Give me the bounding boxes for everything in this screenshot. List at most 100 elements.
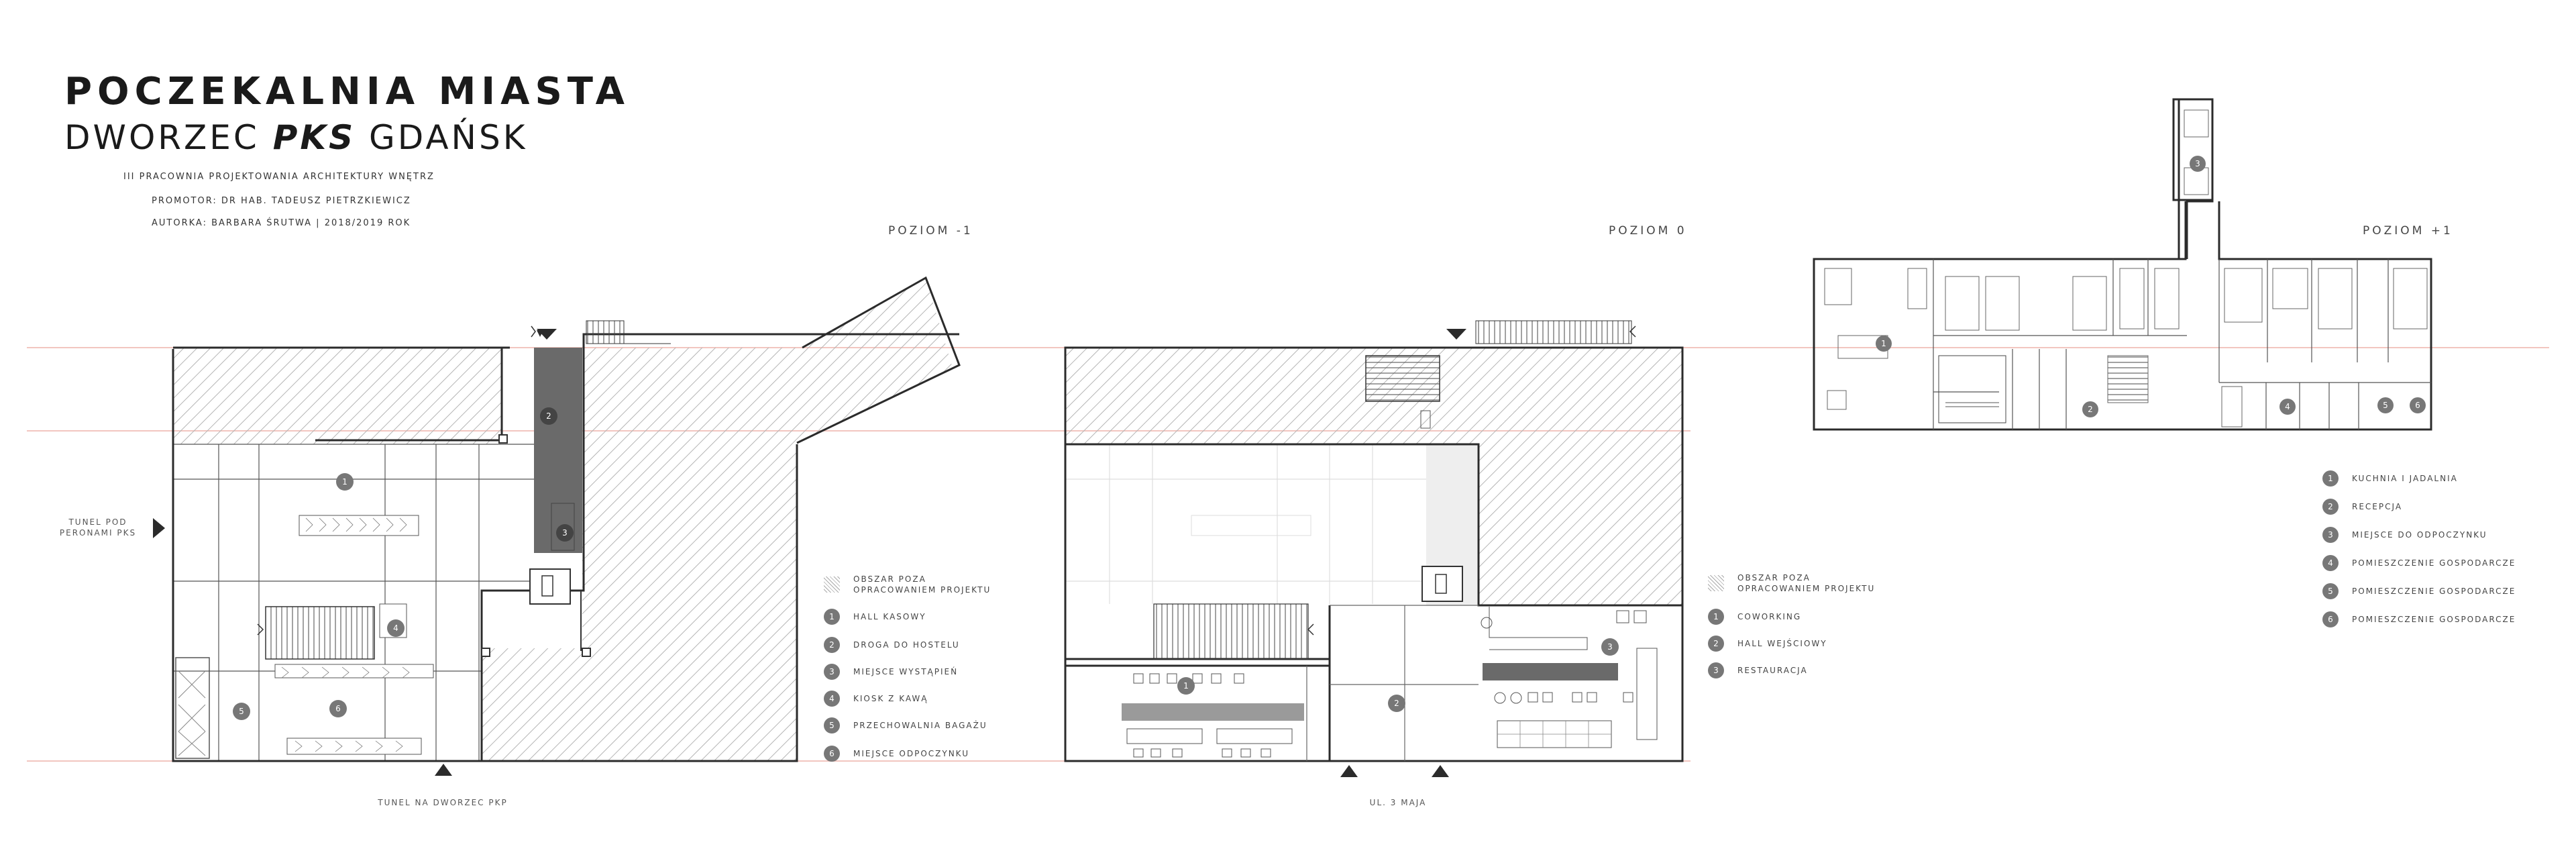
legend-minus1-item: 6 MIEJSCE ODPOCZYNKU	[824, 745, 969, 762]
legend-badge: 3	[2322, 527, 2339, 543]
legend-badge: 5	[824, 717, 840, 734]
legend-badge: 4	[824, 691, 840, 707]
legend-badge: 4	[2322, 555, 2339, 571]
tunnel-left-label: TUNEL POD PERONAMI PKS	[59, 517, 137, 538]
marker-p1-4: 4	[2285, 402, 2290, 411]
marker-m1-3: 3	[562, 528, 568, 538]
legend-plus1-item: 5 POMIESZCZENIE GOSPODARCZE	[2322, 583, 2516, 600]
plan-level-zero: 1 2 3	[1064, 320, 1684, 777]
elevator-minus1	[529, 568, 571, 605]
plan-level-minus1: 1 2 3 4 5 6	[153, 276, 961, 776]
legend-badge: 3	[824, 664, 840, 680]
legend-label: HALL KASOWY	[853, 612, 926, 621]
marker-p1-2: 2	[2088, 405, 2093, 414]
baggage-storage	[175, 657, 210, 759]
marker-p1-3: 3	[2195, 159, 2200, 168]
marker-p1-1: 1	[1881, 339, 1886, 348]
subtitle-part-c: GDAŃSK	[356, 118, 528, 157]
legend-label: RECEPCJA	[2352, 502, 2403, 511]
legend-label: KIOSK Z KAWĄ	[853, 694, 928, 703]
stairs-zero-top	[1365, 355, 1440, 402]
legend-minus1-item: 3 MIEJSCE WYSTĄPIEŃ	[824, 663, 958, 680]
tunnel-arrow-left	[153, 518, 165, 538]
hatch-area-bottom	[482, 648, 797, 761]
legend-label: PRZECHOWALNIA BAGAŻU	[853, 721, 987, 730]
legend-badge: 1	[824, 609, 840, 625]
hatch-swatch	[1708, 575, 1724, 591]
hatch-area-zero-right	[1479, 444, 1682, 605]
legend-minus1-item: 1 HALL KASOWY	[824, 608, 926, 625]
entrance-arrow-top-zero	[1446, 329, 1466, 340]
hatch-area-right	[582, 278, 953, 648]
legend-label: COWORKING	[1737, 612, 1802, 621]
legend-zero-item: 2 HALL WEJŚCIOWY	[1708, 635, 1827, 652]
legend-zero-item: 3 RESTAURACJA	[1708, 662, 1808, 679]
marker-z-1: 1	[1183, 681, 1189, 691]
legend-badge: 6	[824, 746, 840, 762]
street-label: UL. 3 MAJA	[1369, 798, 1427, 807]
legend-badge: 5	[2322, 583, 2339, 599]
hatch-swatch	[824, 576, 840, 593]
subtitle-part-b: PKS	[272, 118, 356, 157]
legend-minus1-item: 2 DROGA DO HOSTELU	[824, 636, 960, 654]
marker-m1-4: 4	[393, 623, 398, 633]
page-subtitle: DWORZEC PKS GDAŃSK	[64, 118, 528, 157]
level-title-plus1: POZIOM +1	[2363, 224, 2453, 238]
legend-minus1-outside: OBSZAR POZA OPRACOWANIEM PROJEKTU	[824, 574, 991, 595]
marker-m1-1: 1	[342, 477, 347, 487]
legend-label: MIEJSCE WYSTĄPIEŃ	[853, 667, 959, 676]
stairs-zero-lower	[1153, 603, 1309, 660]
legend-zero-outside-label: OBSZAR POZA OPRACOWANIEM PROJEKTU	[1737, 573, 1876, 593]
entrance-arrow-street-right	[1432, 765, 1449, 777]
legend-badge: 6	[2322, 611, 2339, 627]
legend-plus1-item: 2 RECEPCJA	[2322, 498, 2402, 515]
studio-label: III PRACOWNIA PROJEKTOWANIA ARCHITEKTURY…	[123, 172, 435, 182]
legend-badge: 2	[824, 637, 840, 653]
legend-label: KUCHNIA I JADALNIA	[2352, 474, 2458, 483]
legend-label: HALL WEJŚCIOWY	[1737, 639, 1827, 648]
restaurant-bar	[1483, 663, 1618, 680]
legend-label: POMIESZCZENIE GOSPODARCZE	[2352, 558, 2516, 568]
marker-z-3: 3	[1607, 642, 1613, 652]
promotor-label: PROMOTOR: DR HAB. TADEUSZ PIETRZKIEWICZ	[152, 196, 411, 206]
legend-label: MIEJSCE ODPOCZYNKU	[853, 749, 970, 758]
legend-zero-outside: OBSZAR POZA OPRACOWANIEM PROJEKTU	[1708, 573, 1876, 593]
level-title-minus1: POZIOM -1	[888, 224, 973, 238]
legend-minus1: OBSZAR POZA OPRACOWANIEM PROJEKTU 1 HALL …	[824, 574, 998, 764]
plan-level-plus1: 1 2 3 4 5 6	[1813, 98, 2432, 431]
legend-label: RESTAURACJA	[1737, 666, 1808, 675]
entrance-arrow-street-left	[1340, 765, 1358, 777]
stairs-kiosk	[265, 606, 375, 660]
legend-label: DROGA DO HOSTELU	[853, 640, 960, 650]
marker-p1-6: 6	[2415, 401, 2420, 410]
marker-p1-5: 5	[2383, 401, 2388, 410]
legend-plus1-item: 1 KUCHNIA I JADALNIA	[2322, 470, 2458, 487]
subtitle-part-a: DWORZEC	[64, 118, 273, 157]
page-title: POCZEKALNIA MIASTA	[64, 70, 630, 113]
legend-plus1-item: 4 POMIESZCZENIE GOSPODARCZE	[2322, 554, 2516, 572]
legend-label: POMIESZCZENIE GOSPODARCZE	[2352, 615, 2516, 624]
hatch-area-top-left	[173, 348, 502, 444]
legend-minus1-item: 5 PRZECHOWALNIA BAGAŻU	[824, 717, 987, 734]
legend-label: POMIESZCZENIE GOSPODARCZE	[2352, 587, 2516, 596]
stairs-zero-outside	[1475, 320, 1632, 344]
tunnel-bottom-label: TUNEL NA DWORZEC PKP	[378, 798, 508, 807]
marker-m1-2: 2	[546, 411, 551, 421]
legend-badge: 3	[1708, 662, 1724, 678]
legend-plus1-item: 6 POMIESZCZENIE GOSPODARCZE	[2322, 611, 2516, 628]
tunnel-arrow-bottom	[435, 764, 452, 776]
marker-z-2: 2	[1394, 699, 1399, 708]
legend-badge: 2	[2322, 499, 2339, 515]
legend-badge: 2	[1708, 636, 1724, 652]
elevator-zero	[1421, 566, 1463, 602]
legend-minus1-item: 4 KIOSK Z KAWĄ	[824, 690, 928, 707]
level-title-zero: POZIOM 0	[1609, 224, 1687, 238]
author-label: AUTORKA: BARBARA ŚRUTWA | 2018/2019 ROK	[152, 218, 411, 228]
coworking-table-dark	[1122, 703, 1304, 721]
entrance-arrow-top-minus1	[537, 329, 557, 340]
legend-badge: 1	[2322, 470, 2339, 487]
